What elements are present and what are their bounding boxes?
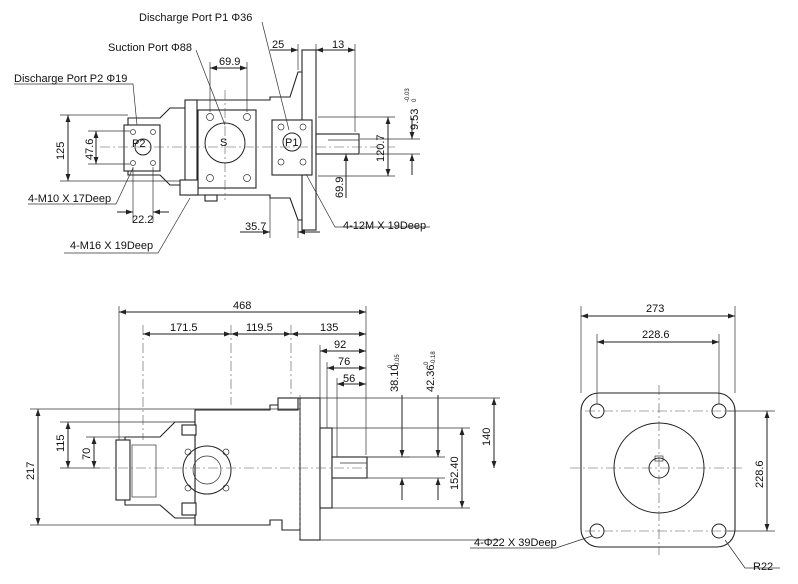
top-p1-bolt-4 [299, 158, 307, 166]
leader-r22 [724, 539, 780, 569]
label-suction: Suction Port Φ88 [108, 42, 192, 54]
dim-38-10: 38.10 [389, 364, 401, 392]
label-discharge-p2: Discharge Port P2 Φ19 [14, 73, 127, 85]
dim-171-5: 171.5 [170, 322, 198, 334]
side-shaft [331, 456, 368, 479]
side-suction-bolt-1 [184, 448, 192, 456]
dim-468: 468 [233, 300, 251, 312]
top-p1-bolt-1 [277, 123, 285, 131]
side-cover-inner [131, 444, 157, 498]
top-suction-bolt-3 [206, 174, 214, 182]
dim-217: 217 [25, 462, 37, 480]
dim-47-6: 47.6 [84, 139, 96, 160]
port-p1-label: P1 [285, 137, 298, 149]
leader-hole-22 [470, 535, 593, 549]
side-main-body [194, 397, 303, 531]
top-foot-left [179, 179, 199, 196]
side-view: 468 171.5 119.5 135 92 76 56 217 115 70 [25, 300, 500, 541]
top-p1-bolt-2 [299, 123, 307, 131]
side-suction-inner [192, 455, 222, 485]
dim-119-5: 119.5 [246, 322, 273, 334]
side-front-flange [299, 397, 321, 541]
label-bolt-m16: 4-M16 X 19Deep [70, 240, 153, 252]
dim-135: 135 [320, 322, 338, 334]
top-view: Discharge Port P1 Φ36 Suction Port Φ88 D… [14, 12, 430, 254]
dim-22-2: 22.2 [132, 214, 153, 226]
side-bottom-pad [181, 502, 197, 516]
dim-35-7: 35.7 [245, 221, 266, 233]
dim-9-53-tol-lower: 0 [412, 98, 418, 102]
side-suction-bolt-2 [222, 448, 230, 456]
side-p2-boss [115, 439, 131, 501]
dim-69-9-top: 69.9 [219, 56, 240, 68]
dim-13: 13 [332, 39, 344, 51]
dim-42-36: 42.36 [425, 364, 437, 392]
top-p2-bolt-2 [150, 129, 156, 135]
top-p2-bolt-3 [130, 160, 136, 166]
dim-38-10-tol-upper: 0 [388, 364, 394, 368]
dim-9-53-tol-upper: -0.03 [405, 88, 411, 102]
dim-228-6-top: 228.6 [642, 329, 670, 341]
side-top-pad-1 [181, 424, 197, 436]
dim-42-36-tol-upper: 0 [424, 361, 430, 365]
leader-m10 [28, 167, 134, 205]
label-bolt-m10: 4-M10 X 17Deep [28, 193, 111, 205]
port-p2-label: P2 [132, 138, 145, 150]
top-p2-boss [123, 124, 161, 172]
dim-140: 140 [481, 428, 493, 446]
top-p2-bolt-1 [130, 129, 136, 135]
dim-76: 76 [338, 356, 350, 368]
leader-p1 [261, 21, 290, 131]
top-suction-bolt-4 [243, 174, 251, 182]
dim-125: 125 [55, 142, 67, 160]
top-suction-bolt-1 [206, 113, 214, 121]
side-suction-bolt-3 [184, 484, 192, 492]
dim-70: 70 [81, 448, 93, 460]
dim-42-36-tol-lower: -0.18 [431, 351, 437, 365]
dim-120-7: 120.7 [375, 134, 387, 162]
leader-m16 [64, 197, 191, 254]
label-bolt-12m: 4-12M X 19Deep [343, 220, 426, 232]
side-suction-bolt-4 [222, 484, 230, 492]
label-radius: R22 [753, 561, 773, 573]
top-p2-bolt-4 [150, 160, 156, 166]
side-suction-flange [182, 445, 232, 495]
port-s-label: S [220, 137, 227, 149]
front-flange [580, 392, 736, 548]
leader-p2 [14, 83, 138, 126]
top-p1-bolt-3 [277, 158, 285, 166]
dim-69-9-right: 69.9 [334, 177, 346, 198]
dim-25: 25 [272, 39, 284, 51]
top-p1-bore [282, 132, 302, 152]
side-rear-cover [124, 421, 196, 519]
dim-9-53: 9.53 [409, 109, 421, 130]
top-suction-bolt-2 [243, 113, 251, 121]
dim-56: 56 [343, 373, 355, 385]
dim-38-10-tol-lower: -0.05 [395, 354, 401, 368]
label-discharge-p1: Discharge Port P1 Φ36 [139, 12, 252, 24]
leader-12m [305, 173, 430, 228]
front-view: 273 228.6 228.6 4-Φ22 X 39Deep R22 [470, 303, 780, 573]
dim-273: 273 [646, 303, 664, 315]
dim-152-40: 152.40 [449, 456, 461, 490]
label-hole-22: 4-Φ22 X 39Deep [474, 537, 557, 549]
dim-92: 92 [334, 339, 346, 351]
leader-suction [195, 49, 226, 126]
side-top-pad-2 [277, 397, 299, 411]
dim-115: 115 [55, 434, 67, 452]
dim-228-6-right: 228.6 [754, 460, 766, 488]
top-shaft [315, 133, 360, 155]
top-foot-right [204, 194, 218, 202]
